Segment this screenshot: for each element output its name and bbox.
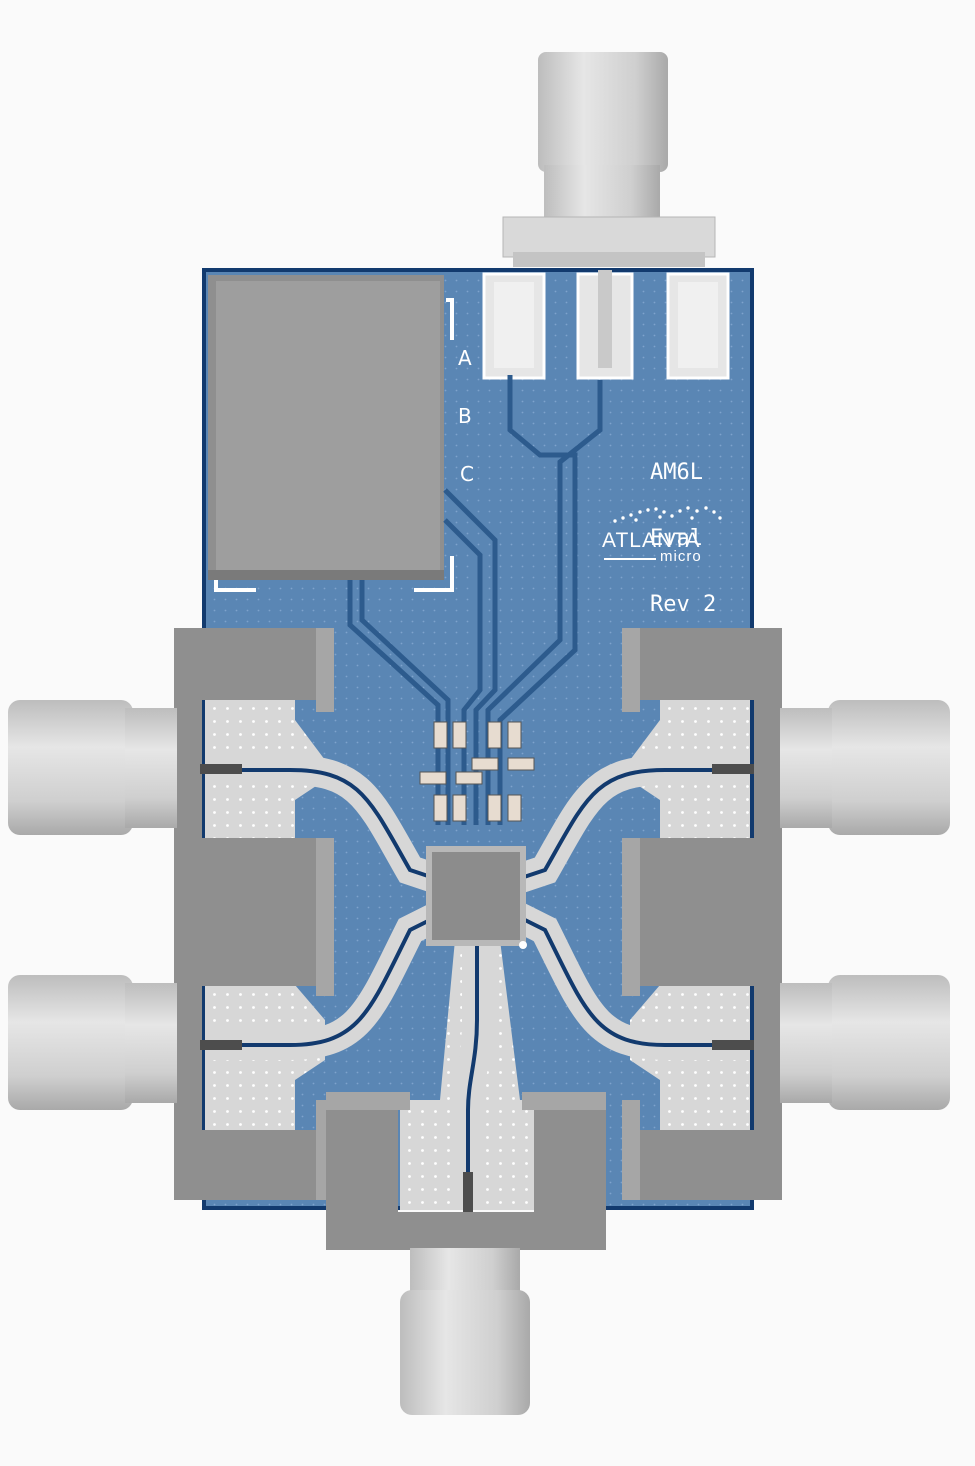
shield-block (208, 275, 454, 592)
rf-connector-left-upper (174, 628, 334, 922)
board-name: AM6L Eval Rev 2 (650, 418, 716, 638)
board-name-line-3: Rev 2 (650, 592, 717, 617)
sma-barrel-right-lower (780, 975, 950, 1110)
rf-center-pins (200, 764, 754, 1212)
pin-header (482, 270, 730, 380)
sma-connector-top (502, 52, 716, 267)
switch-label-c: C (460, 462, 474, 486)
sma-barrel-left-lower (8, 975, 177, 1110)
sma-barrel-right-upper (780, 700, 950, 835)
sma-barrel-left-upper (8, 700, 177, 835)
board-name-line-2: Eval (650, 526, 703, 551)
qfn-ic (426, 846, 527, 949)
passive-components (419, 721, 535, 822)
sma-barrel-bottom (400, 1248, 530, 1415)
logo-text: ATLANTA (602, 529, 701, 552)
switch-label-b: B (458, 404, 472, 428)
board-name-line-1: AM6L (650, 460, 703, 485)
logo-mark (604, 506, 722, 560)
rf-traces (205, 755, 750, 1210)
rf-connector-right-lower (622, 912, 782, 1200)
rf-connector-bottom (326, 1092, 606, 1250)
switch-label-a: A (458, 346, 472, 370)
rf-connector-left-lower (174, 912, 334, 1200)
logo-subtext: micro (660, 548, 702, 565)
rf-connector-right-upper (622, 628, 782, 922)
